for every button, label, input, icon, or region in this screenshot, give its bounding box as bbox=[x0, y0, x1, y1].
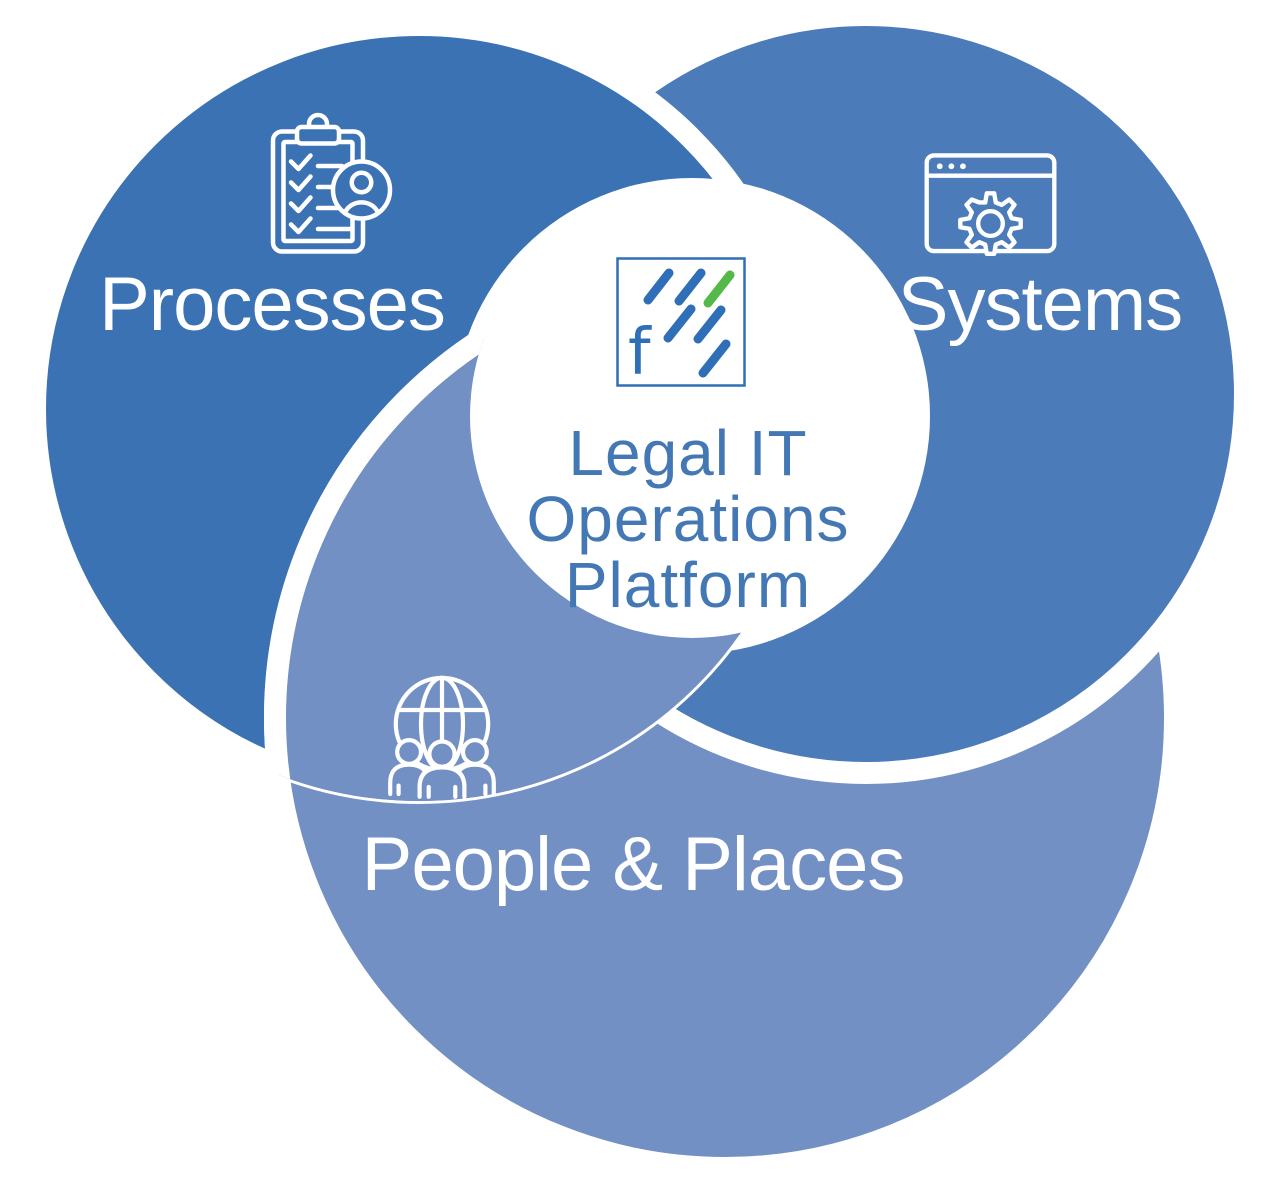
center-circle bbox=[454, 178, 930, 654]
processes-label: Processes bbox=[99, 262, 445, 347]
logo-slash-green bbox=[703, 270, 735, 308]
center-title-line-3: Platform bbox=[565, 549, 811, 621]
center-title-line-2: Operations bbox=[526, 483, 849, 555]
people-places-label: People & Places bbox=[362, 822, 905, 907]
logo-letter: f bbox=[628, 316, 652, 390]
checkmark-2 bbox=[288, 174, 313, 193]
checkmark-3 bbox=[288, 195, 313, 214]
browser-dot-3 bbox=[960, 163, 966, 170]
browser-dot-2 bbox=[948, 163, 955, 170]
systems-label: Systems bbox=[898, 262, 1182, 347]
globe-people-icon bbox=[388, 675, 496, 799]
logo-slash-5 bbox=[698, 339, 731, 378]
person-shoulders bbox=[342, 200, 381, 215]
clipboard-clip-tab bbox=[294, 124, 342, 146]
person-center-head bbox=[427, 739, 457, 769]
logo-slash-1 bbox=[643, 268, 674, 305]
center-title-line-1: Legal IT bbox=[568, 417, 807, 489]
gear-icon bbox=[958, 191, 1023, 256]
person-center-body bbox=[417, 765, 467, 799]
browser-gear-icon bbox=[924, 153, 1057, 256]
person-head bbox=[349, 170, 374, 195]
person-right-head bbox=[460, 737, 489, 766]
checkmark-1 bbox=[288, 153, 313, 172]
person-left-head bbox=[395, 737, 424, 766]
logo-slash-3 bbox=[663, 304, 696, 343]
logo-slash-4 bbox=[693, 305, 726, 344]
logo: f bbox=[616, 257, 746, 390]
browser-dot-1 bbox=[936, 163, 943, 170]
gear-hole bbox=[976, 209, 1006, 239]
logo-slash-2 bbox=[674, 268, 706, 306]
clipboard-checklist-person-icon bbox=[270, 112, 393, 254]
checkmark-4 bbox=[288, 216, 313, 235]
